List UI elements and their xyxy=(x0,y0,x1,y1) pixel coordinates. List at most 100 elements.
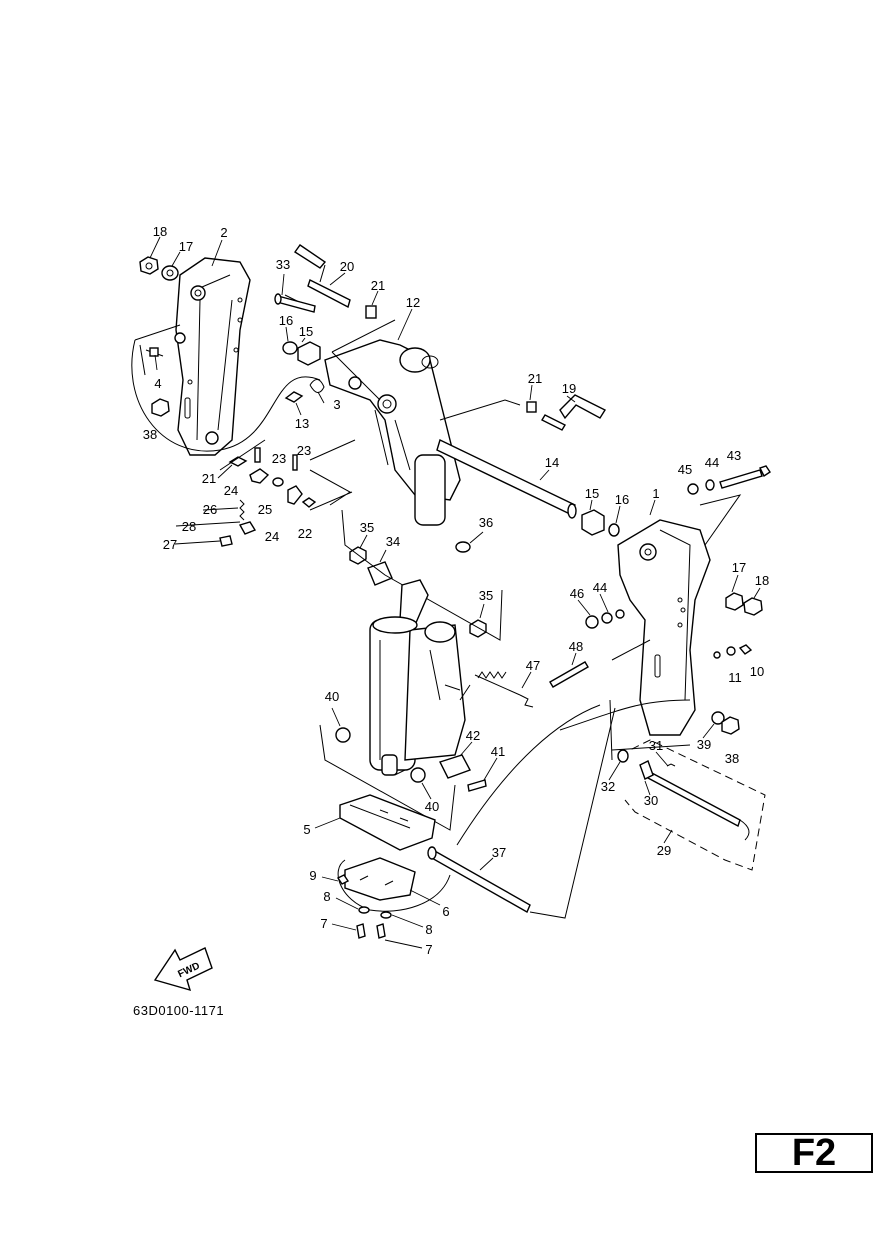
callout-7: 7 xyxy=(425,942,432,957)
callout-37: 37 xyxy=(492,845,506,860)
callout-30: 30 xyxy=(644,793,658,808)
plate-42 xyxy=(439,754,471,779)
callout-32: 32 xyxy=(601,779,615,794)
bolt-43 xyxy=(719,465,771,489)
callout-15: 15 xyxy=(585,486,599,501)
callout-17: 17 xyxy=(179,239,193,254)
callout-1: 1 xyxy=(652,486,659,501)
callout-38: 38 xyxy=(725,751,739,766)
circlip-36 xyxy=(455,541,471,553)
washer-45 xyxy=(687,483,699,495)
washer-44-top xyxy=(705,479,715,491)
callout-12: 12 xyxy=(406,295,420,310)
callout-21: 21 xyxy=(202,471,216,486)
callout-19: 19 xyxy=(562,381,576,396)
left-clamp-bracket xyxy=(174,257,251,456)
grease-nipple-21-right xyxy=(526,401,537,413)
washer-44-b xyxy=(615,609,625,619)
nut-46 xyxy=(585,615,599,629)
callout-43: 43 xyxy=(727,448,741,463)
callout-6: 6 xyxy=(442,904,449,919)
callout-8: 8 xyxy=(425,922,432,937)
callout-36: 36 xyxy=(479,515,493,530)
callout-46: 46 xyxy=(570,586,584,601)
page-tag-box: F2 xyxy=(755,1133,873,1173)
nut-18-left xyxy=(139,256,159,275)
pin-33 xyxy=(274,293,316,313)
callout-23: 23 xyxy=(297,443,311,458)
rod-37-curve xyxy=(456,704,601,846)
swivel-bracket xyxy=(324,339,461,526)
rod-37-guide-line xyxy=(529,699,691,919)
wiring-harness-47 xyxy=(474,671,534,708)
callout-3: 3 xyxy=(333,397,340,412)
callout-14: 14 xyxy=(545,455,559,470)
callout-21: 21 xyxy=(528,371,542,386)
callout-31: 31 xyxy=(649,738,663,753)
collar-35-right xyxy=(469,619,487,638)
callout-39: 39 xyxy=(697,737,711,752)
callout-44: 44 xyxy=(593,580,607,595)
tilt-lever-19 xyxy=(541,394,607,431)
callout-28: 28 xyxy=(182,519,196,534)
bolt-41 xyxy=(467,779,487,792)
callout-8: 8 xyxy=(323,889,330,904)
callout-33: 33 xyxy=(276,257,290,272)
bracket-2-outline-loop xyxy=(131,324,321,452)
screws-7-washers-8 xyxy=(336,874,392,939)
tilt-tube-14 xyxy=(436,439,577,519)
callout-18: 18 xyxy=(755,573,769,588)
callout-20: 20 xyxy=(340,259,354,274)
callout-2: 2 xyxy=(220,225,227,240)
grease-nipple-21-top xyxy=(365,305,377,319)
washer-17-left xyxy=(161,265,179,281)
callout-40: 40 xyxy=(425,799,439,814)
callout-44: 44 xyxy=(705,455,719,470)
bolt-4 xyxy=(145,347,164,357)
callout-21: 21 xyxy=(371,278,385,293)
callout-25: 25 xyxy=(258,502,272,517)
callout-11: 11 xyxy=(728,670,742,685)
callout-47: 47 xyxy=(526,658,540,673)
tilt-pin-29-group xyxy=(617,739,766,871)
callout-labels: 18 17 2 4 38 33 20 21 12 16 15 3 13 21 1… xyxy=(143,224,769,957)
callout-24: 24 xyxy=(224,483,238,498)
callout-17: 17 xyxy=(732,560,746,575)
lever-19-leader-frame xyxy=(439,399,521,421)
bolt-48 xyxy=(549,661,589,688)
callout-26: 26 xyxy=(203,502,217,517)
washer-44-mid xyxy=(601,612,613,624)
callout-42: 42 xyxy=(466,728,480,743)
page-tag-label: F2 xyxy=(791,1132,837,1174)
nut-38-left xyxy=(151,398,170,417)
spring-3-and-bolt-13 xyxy=(284,379,325,403)
stop-bracket-5 xyxy=(339,794,436,851)
callout-5: 5 xyxy=(303,822,310,837)
callout-35: 35 xyxy=(360,520,374,535)
callout-24: 24 xyxy=(265,529,279,544)
plate-6 xyxy=(344,857,416,901)
tilt-lock-lever-20 xyxy=(294,244,351,309)
small-lever-parts-group xyxy=(219,439,356,547)
tilt-rod-37 xyxy=(427,846,531,913)
callout-48: 48 xyxy=(569,639,583,654)
collar-35-frame xyxy=(341,509,503,641)
right-clamp-bracket xyxy=(617,519,721,736)
bushing-15-and-washer-16-upper xyxy=(282,341,321,366)
callout-leaders xyxy=(149,236,761,949)
bracket-1-frame xyxy=(609,494,742,761)
nut-18-right xyxy=(743,597,763,616)
callout-10: 10 xyxy=(750,664,764,679)
callout-40: 40 xyxy=(325,689,339,704)
callout-16: 16 xyxy=(279,313,293,328)
callout-29: 29 xyxy=(657,843,671,858)
callout-22: 22 xyxy=(298,526,312,541)
plate-6-loop xyxy=(337,859,451,912)
callout-4: 4 xyxy=(154,376,161,391)
callout-23: 23 xyxy=(272,451,286,466)
callout-41: 41 xyxy=(491,744,505,759)
fwd-arrow-icon: FWD xyxy=(153,947,213,992)
callout-15: 15 xyxy=(299,324,313,339)
callout-13: 13 xyxy=(295,416,309,431)
